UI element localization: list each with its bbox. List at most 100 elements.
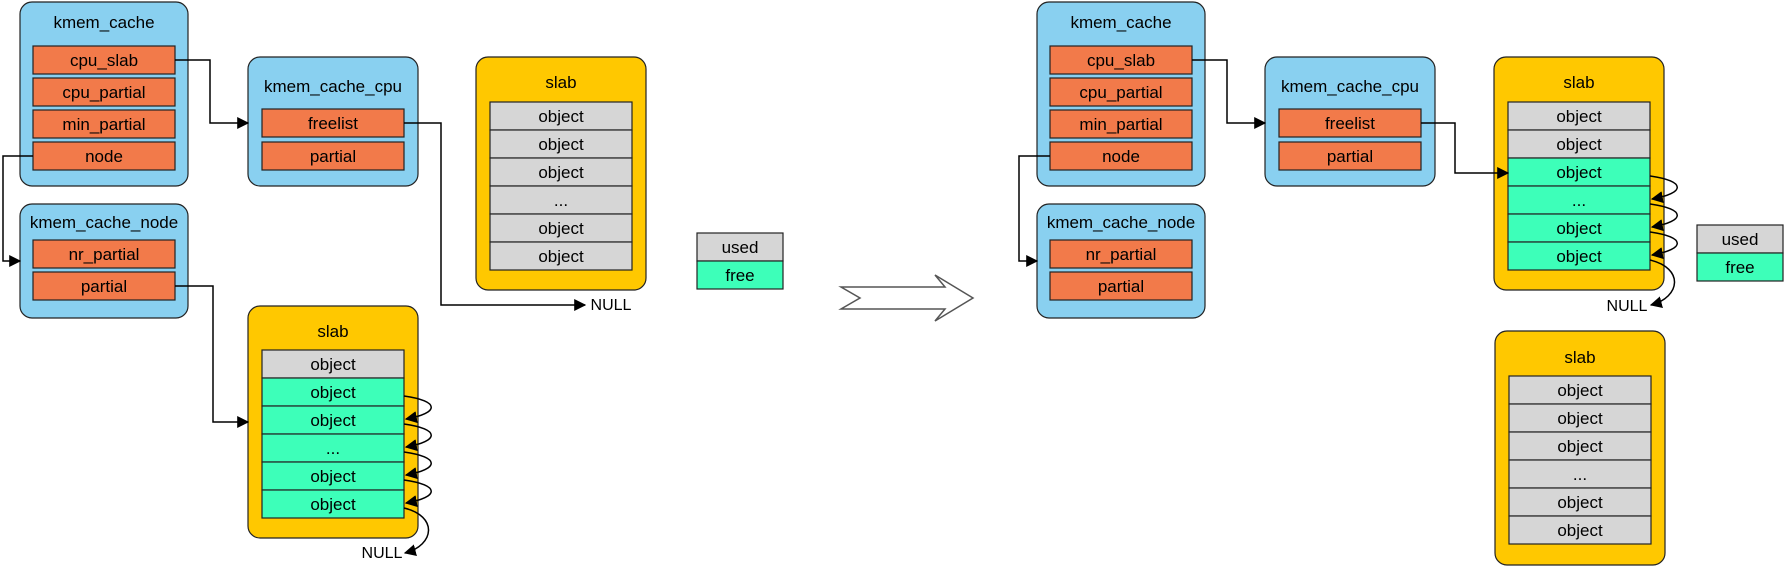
object-row-used: object xyxy=(489,213,633,243)
svg-text:used: used xyxy=(1722,230,1759,249)
object-cell xyxy=(1508,431,1652,461)
svg-text:nr_partial: nr_partial xyxy=(1086,245,1157,264)
legend: used free xyxy=(1696,224,1784,282)
object-label: object xyxy=(538,135,584,154)
svg-text:cpu_slab: cpu_slab xyxy=(70,51,138,70)
svg-text:freelist: freelist xyxy=(1325,114,1375,133)
field-min-partial: min_partial xyxy=(1049,109,1193,139)
object-label: object xyxy=(1557,437,1603,456)
object-row-used: object xyxy=(261,349,405,379)
cpu-slab-title: slab xyxy=(545,73,576,92)
object-label: object xyxy=(310,495,356,514)
kmem-cache-title: kmem_cache xyxy=(53,13,154,32)
kmem-cache-node-title: kmem_cache_node xyxy=(30,213,178,232)
object-label: ... xyxy=(1573,465,1587,484)
kmem-cache-node-box: kmem_cache_node nr_partial partial xyxy=(19,203,189,319)
object-list: object object object... object object xyxy=(261,349,405,519)
object-row-free: object xyxy=(1507,157,1651,187)
object-cell xyxy=(489,101,633,131)
svg-text:partial: partial xyxy=(1327,147,1373,166)
object-label: object xyxy=(1557,381,1603,400)
object-label: object xyxy=(310,355,356,374)
object-row-free: object xyxy=(1507,213,1651,243)
kmem-cache-box: kmem_cache cpu_slab cpu_partial min_part… xyxy=(19,1,189,187)
object-cell xyxy=(1507,101,1651,131)
kmem-cache-cpu-box: kmem_cache_cpu freelist partial xyxy=(247,56,419,187)
object-cell xyxy=(1507,241,1651,271)
object-cell xyxy=(261,349,405,379)
svg-text:freelist: freelist xyxy=(308,114,358,133)
connector-lines xyxy=(2,59,587,428)
field-freelist: freelist xyxy=(261,108,405,138)
object-label: ... xyxy=(1572,191,1586,210)
kmem-cache-cpu-box: kmem_cache_cpu freelist partial xyxy=(1264,56,1436,187)
object-cell xyxy=(261,489,405,519)
svg-text:node: node xyxy=(85,147,123,166)
cpu-slab-title: slab xyxy=(1563,73,1594,92)
object-row-free: object xyxy=(1507,241,1651,271)
field-min-partial: min_partial xyxy=(32,109,176,139)
kmem-cache-node-title: kmem_cache_node xyxy=(1047,213,1195,232)
field-cpu-slab: cpu_slab xyxy=(1049,45,1193,75)
object-label: object xyxy=(1557,493,1603,512)
kmem-cache-title: kmem_cache xyxy=(1070,13,1171,32)
svg-text:cpu_partial: cpu_partial xyxy=(62,83,145,102)
object-cell xyxy=(1508,403,1652,433)
svg-text:nr_partial: nr_partial xyxy=(69,245,140,264)
kmem-cache-box: kmem_cache cpu_slab cpu_partial min_part… xyxy=(1036,1,1206,187)
object-row-used: ... xyxy=(1508,459,1652,489)
null-label: NULL xyxy=(591,297,632,314)
legend-free: free xyxy=(696,260,784,290)
object-label: object xyxy=(538,219,584,238)
object-row-used: ... xyxy=(489,185,633,215)
cpu-slab-box: slab object object object... object object xyxy=(475,56,647,291)
legend-used: used xyxy=(696,232,784,262)
svg-text:partial: partial xyxy=(310,147,356,166)
freelist-chain xyxy=(1649,175,1678,309)
legend-used: used xyxy=(1696,224,1784,254)
transition-arrow-icon xyxy=(838,274,975,322)
field-cpu-partial: cpu_partial xyxy=(32,77,176,107)
object-label: ... xyxy=(326,439,340,458)
object-list: object object object... object object xyxy=(489,101,633,271)
kmem-cache-cpu-title: kmem_cache_cpu xyxy=(264,77,402,96)
svg-text:free: free xyxy=(725,266,754,285)
before-panel: kmem_cache cpu_slab cpu_partial min_part… xyxy=(2,1,784,562)
object-row-used: object xyxy=(1508,515,1652,545)
object-row-free: ... xyxy=(261,433,405,463)
full-slab-title: slab xyxy=(1564,348,1595,367)
object-row-free: object xyxy=(261,489,405,519)
object-cell xyxy=(261,433,405,463)
object-label: object xyxy=(538,247,584,266)
object-label: object xyxy=(538,163,584,182)
object-row-free: object xyxy=(261,461,405,491)
object-row-free: object xyxy=(261,377,405,407)
field-nr-partial: nr_partial xyxy=(1049,239,1193,269)
object-label: object xyxy=(1556,219,1602,238)
svg-text:free: free xyxy=(1725,258,1754,277)
field-cpu-partial-list: partial xyxy=(261,141,405,171)
object-label: object xyxy=(538,107,584,126)
object-row-free: ... xyxy=(1507,185,1651,215)
object-label: object xyxy=(310,411,356,430)
legend: used free xyxy=(696,232,784,290)
svg-text:used: used xyxy=(722,238,759,257)
object-label: object xyxy=(1556,135,1602,154)
object-cell xyxy=(1508,515,1652,545)
field-cpu-partial-list: partial xyxy=(1278,141,1422,171)
object-row-used: object xyxy=(1508,431,1652,461)
object-row-free: object xyxy=(261,405,405,435)
object-row-used: object xyxy=(489,129,633,159)
object-row-used: object xyxy=(1508,375,1652,405)
kmem-cache-cpu-title: kmem_cache_cpu xyxy=(1281,77,1419,96)
object-cell xyxy=(261,405,405,435)
svg-text:cpu_slab: cpu_slab xyxy=(1087,51,1155,70)
svg-text:min_partial: min_partial xyxy=(1079,115,1162,134)
object-row-used: object xyxy=(489,157,633,187)
field-node-partial: partial xyxy=(1049,271,1193,301)
object-row-used: object xyxy=(489,241,633,271)
svg-text:node: node xyxy=(1102,147,1140,166)
